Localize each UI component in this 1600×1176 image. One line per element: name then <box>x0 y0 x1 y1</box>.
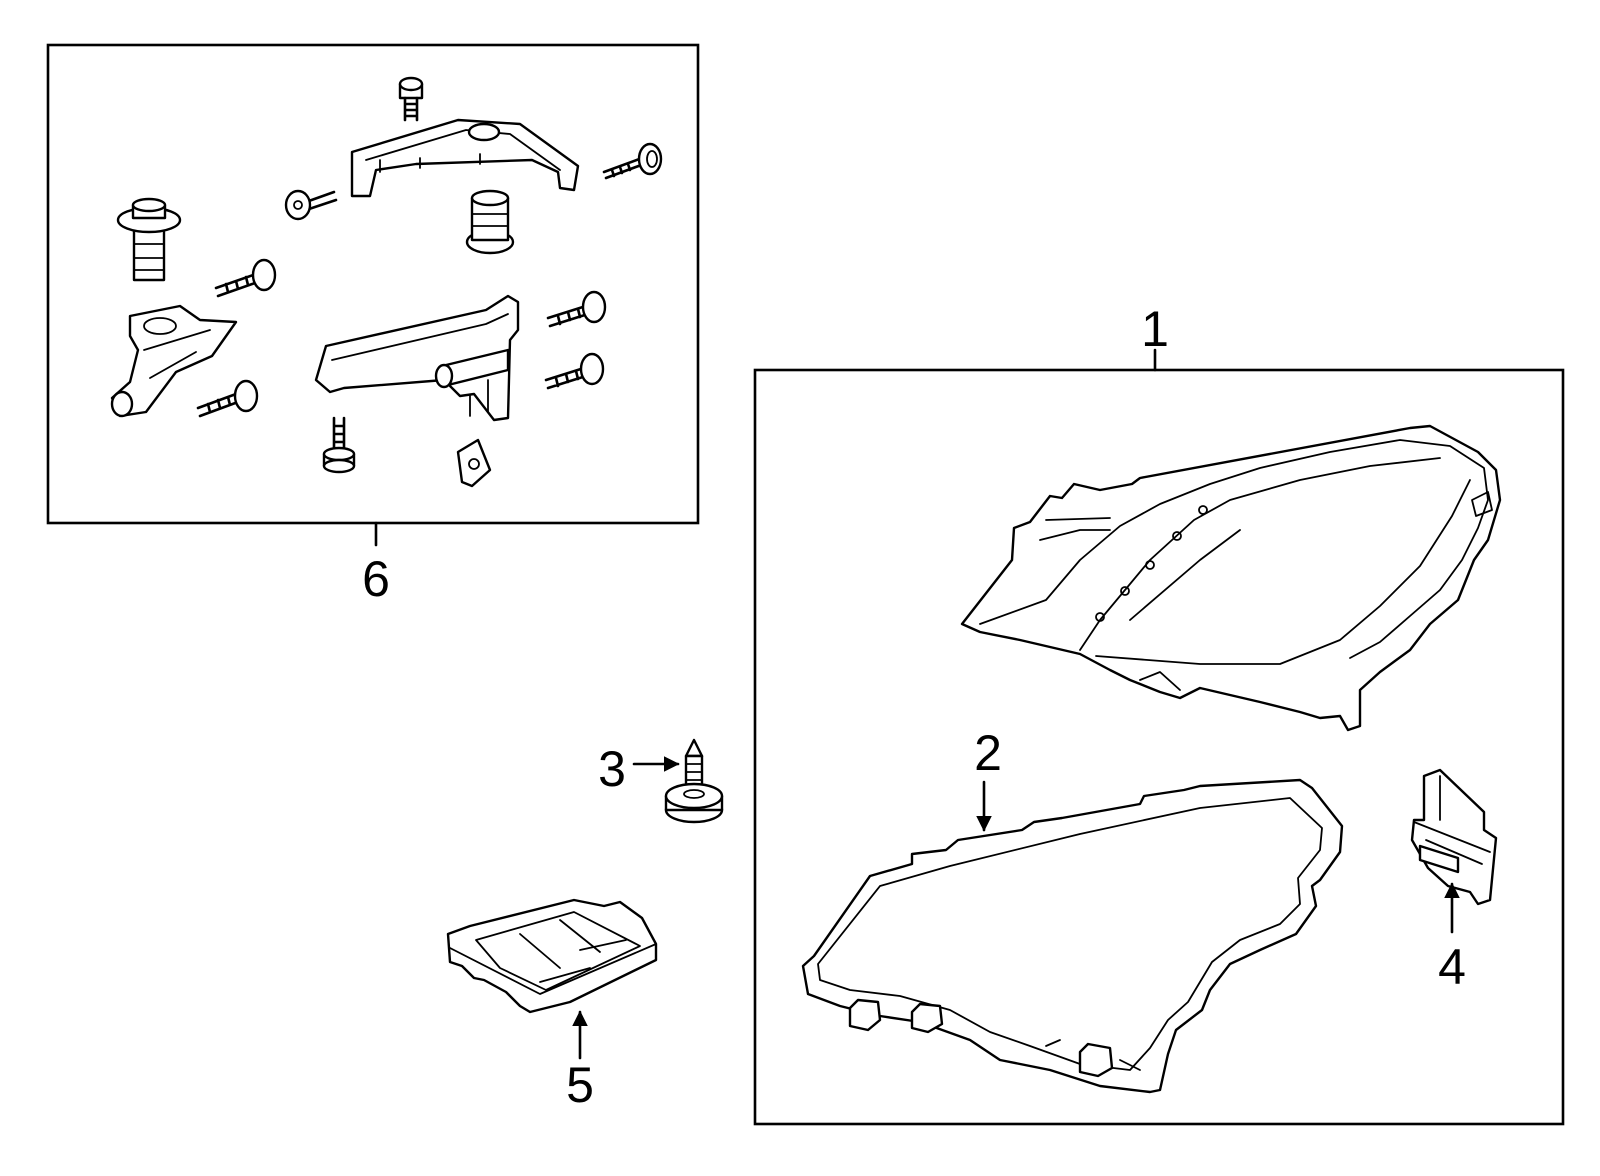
screw-middle-left <box>214 258 277 298</box>
bolt <box>664 738 724 824</box>
control-module <box>446 898 658 1014</box>
headlamp-assembly-group: 2 4 <box>753 368 1565 1126</box>
callout-6: 6 <box>362 551 390 607</box>
hardware-kit-frame <box>46 43 700 525</box>
bracket-spacer <box>465 189 515 255</box>
adjuster-bracket <box>1410 768 1498 906</box>
hardware-kit-group <box>46 43 700 525</box>
headlamp-assembly-frame <box>753 368 1565 1126</box>
left-mounting-bracket <box>110 304 238 418</box>
headlamp-lens <box>801 778 1344 1094</box>
screw-lower-left <box>196 379 259 418</box>
screw-upper-right <box>602 142 663 180</box>
callout-5: 5 <box>566 1057 594 1113</box>
callout-1: 1 <box>1141 301 1169 357</box>
callout-4: 4 <box>1438 939 1466 995</box>
callout-2: 2 <box>974 725 1002 781</box>
headlamp-assembly <box>960 424 1502 732</box>
clip-nut <box>456 438 492 488</box>
screw-top-small <box>398 76 424 122</box>
lower-mounting-bracket <box>314 294 520 422</box>
screw-right-lower <box>544 352 605 390</box>
screw-bottom-vertical <box>322 416 356 474</box>
flanged-bolt-left <box>116 197 182 282</box>
screw-upper-left <box>284 189 338 221</box>
screw-right-upper <box>546 290 607 328</box>
callout-3: 3 <box>598 741 626 797</box>
upper-mounting-bracket <box>350 118 580 198</box>
